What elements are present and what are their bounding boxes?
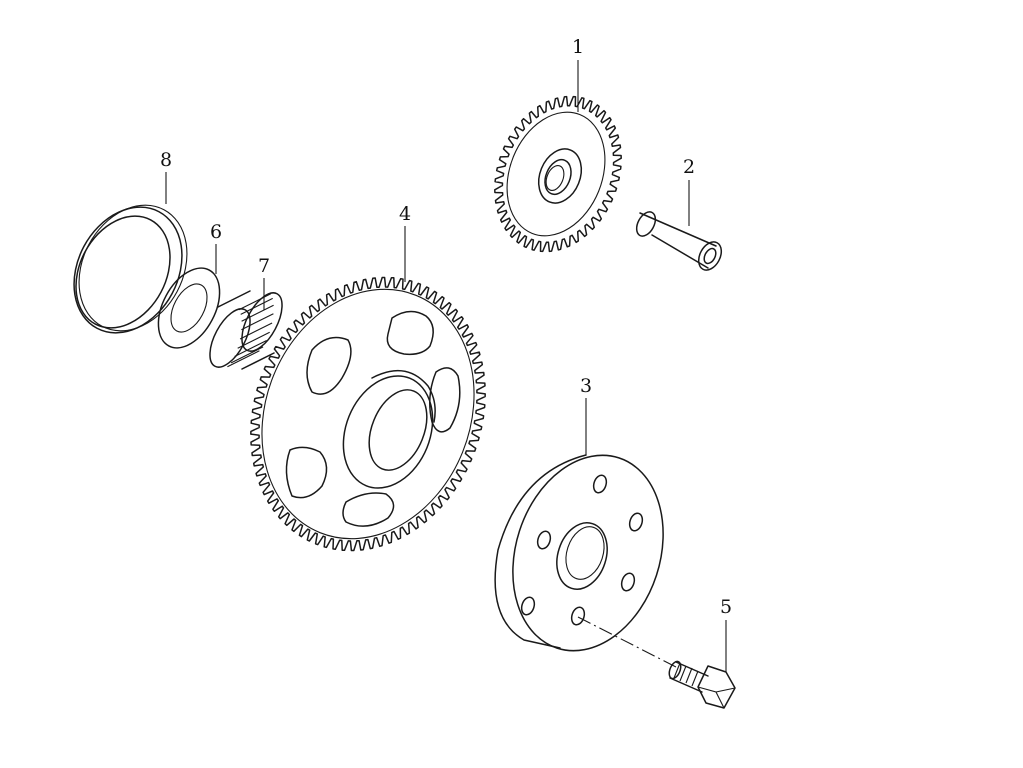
part-8-seal-ring — [73, 204, 188, 334]
part-1-idler-gear — [494, 95, 622, 253]
callout-leaders — [165, 60, 727, 672]
callout-8: 8 — [160, 149, 172, 171]
part-6-thrust-washer — [157, 267, 221, 349]
part-5-bolt — [577, 616, 736, 709]
callout-6: 6 — [210, 221, 222, 243]
callout-4: 4 — [399, 203, 411, 225]
part-4-driven-gear — [250, 276, 486, 552]
callout-5: 5 — [720, 596, 732, 618]
callout-2: 2 — [683, 156, 695, 178]
callout-3: 3 — [580, 375, 592, 397]
callout-labels: 1 2 3 4 5 6 7 8 — [160, 36, 732, 618]
part-3-clutch-body — [494, 454, 664, 652]
part-7-needle-bearing — [209, 290, 283, 370]
callout-1: 1 — [572, 36, 584, 58]
part-2-shaft-pin — [635, 211, 723, 271]
callout-7: 7 — [258, 255, 270, 277]
